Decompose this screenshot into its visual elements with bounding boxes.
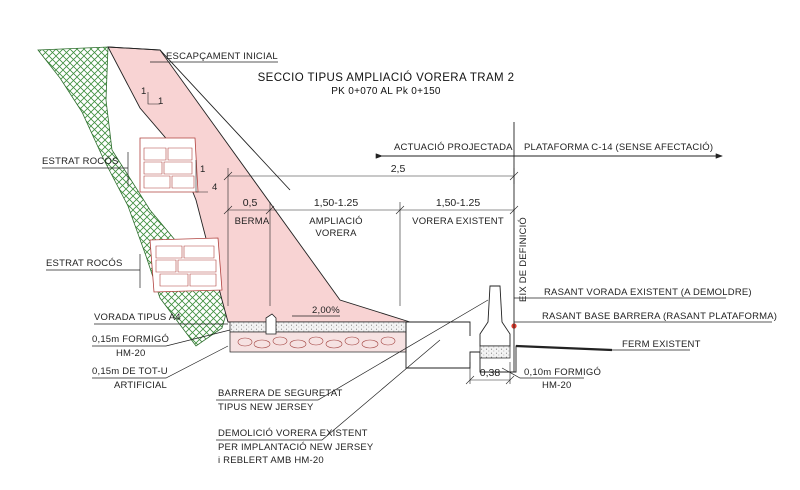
label-barrera-1: BARRERA DE SEGURETAT [218,388,343,399]
dim-lines [223,168,519,385]
concrete-layer [229,321,407,333]
dim-ampliacio: 1,50-1.25 [314,197,359,209]
barrier-base [479,345,511,359]
label-slope-4: 4 [212,182,217,193]
dim-berma: 0,5 [243,197,258,209]
label-escapcament: ESCAPÇAMENT INICIAL [166,51,278,62]
title-line-1: SECCIO TIPUS AMPLIACIÓ VORERA TRAM 2 [258,71,515,84]
base-layer [229,331,407,353]
label-totu-2: ARTIFICIAL [114,380,167,391]
label-rasant-base: RASANT BASE BARRERA (RASANT PLATAFORMA) [542,311,777,322]
dim-total: 2,5 [391,163,406,175]
title-line-2: PK 0+070 AL Pk 0+150 [331,86,441,97]
base-aggregate-stones [237,336,396,349]
label-formigo-1: 0,15m FORMIGÓ [92,334,169,345]
escapcament-line [107,46,291,191]
rock-stratum-upper [139,137,199,193]
rock-stratum-lower [149,237,223,293]
label-ferm: FERM EXISTENT [622,339,701,350]
label-demolicio-1: DEMOLICIÓ VORERA EXISTENT [218,428,368,439]
label-vorada: VORADA TIPUS A4 [94,312,181,323]
label-vorera-existent: VORERA EXISTENT [412,216,504,227]
slope-indicator-1-1 [147,92,160,105]
label-rasant-vorada: RASANT VORADA EXISTENT (A DEMOLDRE) [544,287,752,298]
label-ampliacio-2: VORERA [315,228,357,239]
ferm-existent-line [515,344,613,352]
label-formigo-2: HM-20 [116,348,146,359]
label-slope-1-vertical: 1 [200,164,205,175]
label-berma: BERMA [235,216,270,227]
label-demolicio-3: i REBLERT AMB HM-20 [218,455,324,466]
slope-indicator-1-4 [195,160,208,193]
label-pendent: 2,00% [312,305,340,316]
existing-vorera-top [406,321,471,336]
fill-wedge [107,46,411,323]
label-eix: EIX DE DEFINICIÓ [518,217,529,302]
curb-a4 [265,313,277,335]
label-totu-1: 0,15m DE TOT-U [92,366,168,377]
new-jersey-barrier [479,285,511,347]
dim-vorera: 1,50-1.25 [436,197,481,209]
label-formigo-r1: 0,10m FORMIGÓ [524,367,601,378]
label-plataforma: PLATAFORMA C-14 (SENSE AFECTACIÓ) [524,142,713,153]
label-barrera-2: TIPUS NEW JERSEY [218,402,314,413]
dim-base: 0,38 [480,367,501,379]
label-actuacio: ACTUACIÓ PROJECTADA [394,142,513,153]
label-estrat-1: ESTRAT ROCÓS [42,156,118,167]
label-slope-1b: 1 [158,96,163,107]
label-ampliacio-1: AMPLIACIÓ [309,216,363,227]
label-slope-1: 1 [141,86,146,97]
label-demolicio-2: PER IMPLANTACIÓ NEW JERSEY [218,442,374,453]
label-formigo-r2: HM-20 [542,380,572,391]
leader-lines [42,61,772,441]
label-estrat-2: ESTRAT ROCÓS [46,258,122,269]
